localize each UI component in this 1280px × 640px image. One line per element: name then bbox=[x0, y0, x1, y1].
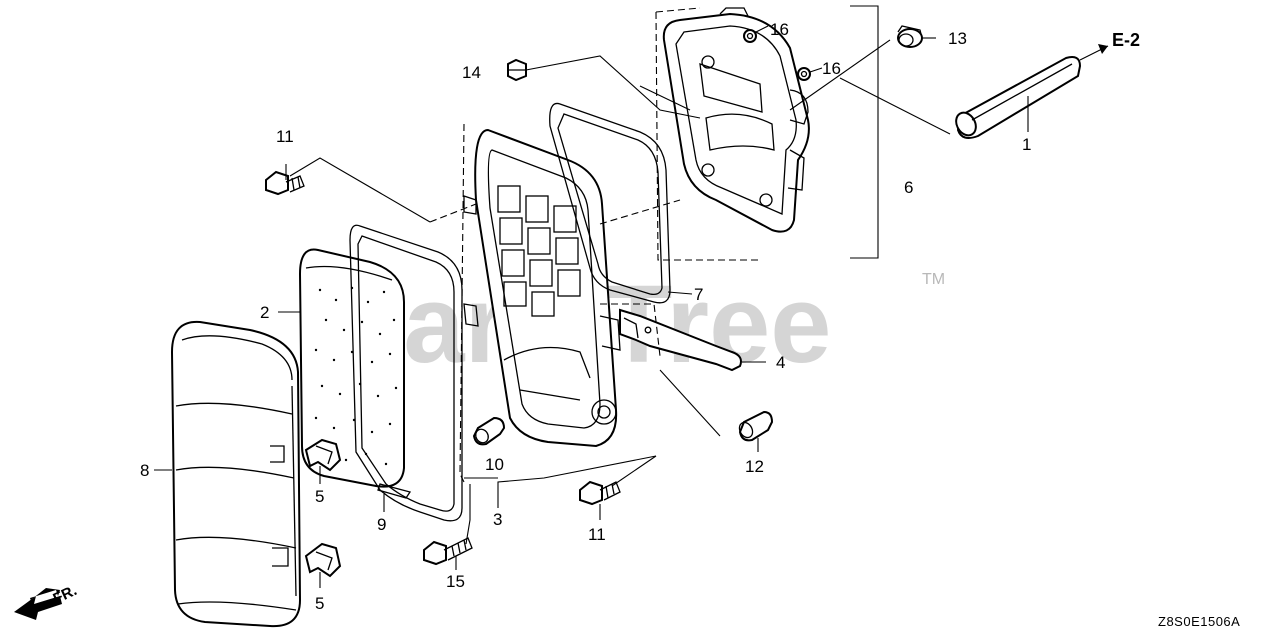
front-direction-label: FR. bbox=[51, 582, 80, 608]
reference-label: E-2 bbox=[1112, 30, 1140, 50]
callout-7: 7 bbox=[694, 285, 703, 304]
callout-4: 4 bbox=[776, 353, 785, 372]
callout-labels: 1 2 3 4 5 5 6 7 8 9 10 11 11 12 13 14 15… bbox=[140, 20, 1031, 613]
part-13-grommet[interactable] bbox=[897, 25, 923, 48]
callout-3: 3 bbox=[493, 510, 502, 529]
watermark-trademark: TM bbox=[922, 271, 945, 288]
part-16-grommet-lower[interactable] bbox=[797, 67, 811, 81]
callout-16-upper: 16 bbox=[770, 20, 789, 39]
part-10-collar[interactable] bbox=[472, 416, 506, 446]
dashed-brackets bbox=[429, 7, 760, 483]
reference-arrow: E-2 bbox=[1079, 30, 1140, 61]
part-5-clip-lower[interactable] bbox=[304, 542, 342, 578]
callout-6: 6 bbox=[904, 178, 913, 197]
front-direction-arrow: FR. bbox=[14, 582, 80, 620]
part-6-elbow[interactable] bbox=[662, 7, 810, 233]
callout-2: 2 bbox=[260, 303, 269, 322]
callout-10: 10 bbox=[485, 455, 504, 474]
callout-14: 14 bbox=[462, 63, 481, 82]
part-11-bolt-upper[interactable] bbox=[265, 170, 305, 196]
callout-11-upper: 11 bbox=[276, 127, 294, 146]
callout-5-lower: 5 bbox=[315, 594, 324, 613]
part-12-tube[interactable] bbox=[737, 410, 774, 442]
callout-11-lower: 11 bbox=[588, 525, 606, 544]
leader-lines bbox=[154, 5, 1029, 588]
part-1-breather-tube[interactable] bbox=[952, 56, 1082, 139]
part-15-bolt[interactable] bbox=[423, 537, 473, 566]
callout-8: 8 bbox=[140, 461, 149, 480]
part-16-grommet-upper[interactable] bbox=[743, 29, 757, 43]
callout-1: 1 bbox=[1022, 135, 1031, 154]
part-7-gasket[interactable] bbox=[549, 102, 671, 304]
part-9-gasket[interactable] bbox=[349, 224, 463, 522]
part-4-bracket[interactable] bbox=[619, 308, 742, 372]
part-2-air-filter-element[interactable] bbox=[298, 248, 405, 488]
callout-5-upper: 5 bbox=[315, 487, 324, 506]
drawing-code: Z8S0E1506A bbox=[1158, 614, 1240, 629]
callout-12: 12 bbox=[745, 457, 764, 476]
part-14-nut[interactable] bbox=[507, 58, 527, 82]
part-8-air-cleaner-cover[interactable] bbox=[170, 320, 302, 628]
part-5-clip-upper[interactable] bbox=[304, 438, 342, 472]
part-11-bolt-lower[interactable] bbox=[579, 480, 621, 506]
callout-16-lower: 16 bbox=[822, 59, 841, 78]
callout-13: 13 bbox=[948, 29, 967, 48]
callout-15: 15 bbox=[446, 572, 465, 591]
callout-9: 9 bbox=[377, 515, 386, 534]
